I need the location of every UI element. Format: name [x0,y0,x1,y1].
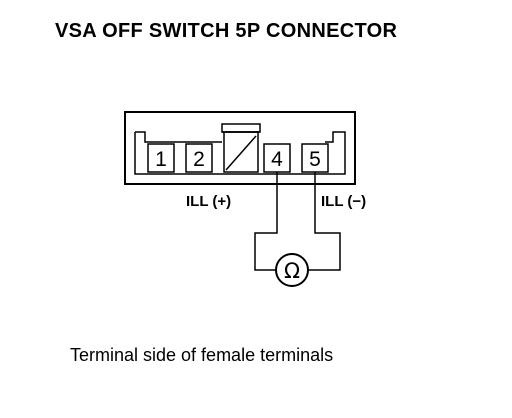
pin-number-5: 5 [309,148,321,171]
terminal-label-ill-positive: ILL (+) [186,193,231,210]
pin-cell-3-blank [223,131,259,173]
terminal-label-ill-negative: ILL (−) [321,193,366,210]
test-lead-positive [254,172,278,271]
pin-cell-2 [185,143,213,173]
diagram-caption: Terminal side of female terminals [70,345,334,365]
diagram-title: VSA OFF SWITCH 5P CONNECTOR [55,20,398,42]
connector-inner-outline [134,131,346,175]
connector-inner-outline-left [135,131,222,143]
test-lead-negative [308,172,341,271]
ohm-symbol: Ω [284,259,300,283]
pin-number-2: 2 [193,148,205,171]
pin-number-1: 1 [155,148,167,171]
pin-cell-1 [147,143,175,173]
pin-number-4: 4 [271,148,283,171]
connector-housing [124,111,356,185]
ohmmeter-icon [275,253,309,287]
locking-tab [221,123,261,133]
pin-3-unused-slash [225,135,257,171]
